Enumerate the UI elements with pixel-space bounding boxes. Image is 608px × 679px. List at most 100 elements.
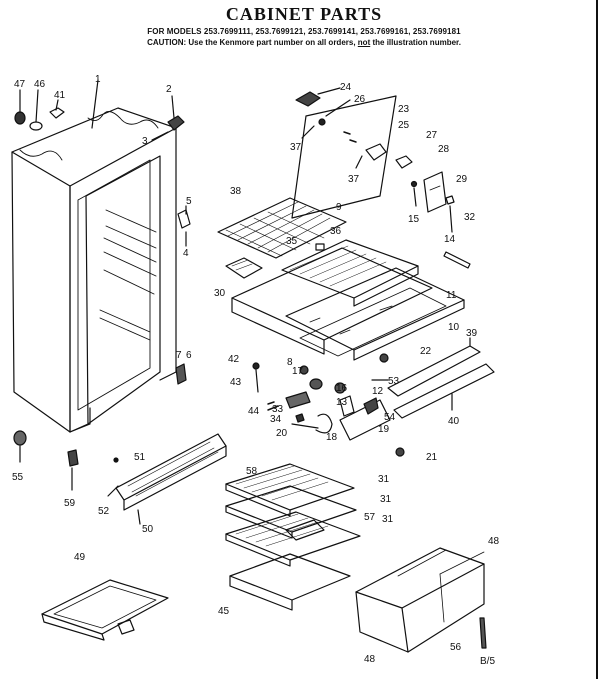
right-border (596, 0, 598, 679)
caution-text-2: the illustration number. (372, 38, 461, 47)
callout-31b: 31 (380, 494, 392, 505)
drip-tray (41, 579, 169, 641)
callout-44: 44 (248, 406, 260, 417)
callout-34: 34 (270, 414, 282, 425)
part-32 (443, 251, 471, 269)
callout-55: 55 (12, 472, 24, 483)
callout-48a: 48 (488, 536, 500, 547)
callout-49: 49 (74, 552, 86, 563)
callout-10: 10 (448, 322, 460, 333)
leveling-leg (13, 430, 27, 463)
callout-31a: 31 (378, 474, 390, 485)
callout-5: 5 (186, 196, 192, 207)
callout-24: 24 (340, 82, 352, 93)
caution-label: CAUTION: (147, 38, 187, 47)
callout-28: 28 (438, 144, 450, 155)
page-title: CABINET PARTS (225, 4, 383, 24)
callout-11: 11 (446, 290, 457, 301)
callout-18: 18 (326, 432, 338, 443)
leader-15 (413, 187, 417, 207)
crisper-rail (387, 337, 495, 419)
callout-39: 39 (466, 328, 478, 339)
callout-36: 36 (330, 226, 342, 237)
freezer-rear-panel (291, 87, 397, 219)
callout-22: 22 (420, 346, 432, 357)
callout-41: 41 (54, 90, 66, 101)
fan-bracket (395, 155, 413, 169)
page-reference: B/5 (480, 656, 495, 667)
callout-1: 1 (95, 74, 101, 85)
leader-14 (449, 205, 453, 233)
screw-56 (479, 617, 487, 649)
callout-57: 57 (364, 512, 376, 523)
screw-15 (410, 180, 418, 188)
callout-46: 46 (34, 79, 46, 90)
top-hinge (151, 95, 185, 141)
callout-13: 13 (336, 397, 348, 408)
callout-37a: 37 (290, 142, 302, 153)
roller-bracket (67, 449, 79, 491)
callout-15: 15 (408, 214, 420, 225)
callout-20: 20 (276, 428, 288, 439)
callout-58: 58 (246, 466, 258, 477)
door-stop-bracket (177, 209, 191, 229)
callout-6: 6 (186, 350, 192, 361)
callout-50: 50 (142, 524, 154, 535)
callout-56: 56 (450, 642, 462, 653)
caution-text-1: Use the Kenmore part number on all order… (188, 38, 356, 47)
callout-14: 14 (444, 234, 456, 245)
callout-3: 3 (142, 136, 148, 147)
callout-21: 21 (426, 452, 438, 463)
callout-53: 53 (388, 376, 400, 387)
callout-26: 26 (354, 94, 366, 105)
callout-54: 54 (384, 412, 396, 423)
callout-31c: 31 (382, 514, 394, 525)
callout-12: 12 (372, 386, 384, 397)
callout-25: 25 (398, 120, 410, 131)
callout-47: 47 (14, 79, 26, 90)
callout-9: 9 (336, 202, 342, 213)
callout-38: 38 (230, 186, 242, 197)
callout-27: 27 (426, 130, 438, 141)
models-line: FOR MODELS 253.7699111, 253.7699121, 253… (147, 27, 461, 36)
callout-4: 4 (183, 248, 189, 259)
callout-30: 30 (214, 288, 226, 299)
caution-line: CAUTION: Use the Kenmore part number on … (0, 38, 608, 47)
callout-17: 17 (292, 366, 304, 377)
callout-32: 32 (464, 212, 476, 223)
callout-8: 8 (287, 357, 293, 368)
callout-42: 42 (228, 354, 240, 365)
callout-48b: 48 (364, 654, 376, 665)
cabinet-shell (11, 107, 177, 433)
bottom-hinge (175, 363, 187, 385)
crisper-drawers (355, 547, 485, 653)
callout-2: 2 (166, 84, 172, 95)
callout-23: 23 (398, 104, 410, 115)
callout-16: 16 (336, 383, 348, 394)
callout-51: 51 (134, 452, 146, 463)
callout-29: 29 (456, 174, 468, 185)
callout-19: 19 (378, 424, 390, 435)
control-cluster (252, 353, 405, 457)
fresh-food-shelves (225, 463, 361, 611)
callout-7: 7 (176, 350, 182, 361)
callout-45: 45 (218, 606, 230, 617)
small-parts-top-left (14, 79, 99, 131)
callout-59: 59 (64, 498, 76, 509)
callout-52: 52 (98, 506, 110, 517)
freezer-wire-shelf (217, 197, 347, 259)
callout-40: 40 (448, 416, 460, 427)
control-housing (423, 171, 447, 213)
callout-37b: 37 (348, 174, 360, 185)
callout-labels: 1 2 3 4 5 6 7 8 9 10 11 12 13 14 15 16 1… (12, 74, 500, 667)
freezer-shelf-assembly (231, 239, 465, 361)
callout-35: 35 (286, 236, 298, 247)
callout-43: 43 (230, 377, 242, 388)
callout-33: 33 (272, 404, 284, 415)
part-14 (445, 195, 455, 205)
caution-not: not (357, 38, 371, 47)
toe-grille (107, 433, 227, 525)
ice-tray (225, 257, 263, 279)
